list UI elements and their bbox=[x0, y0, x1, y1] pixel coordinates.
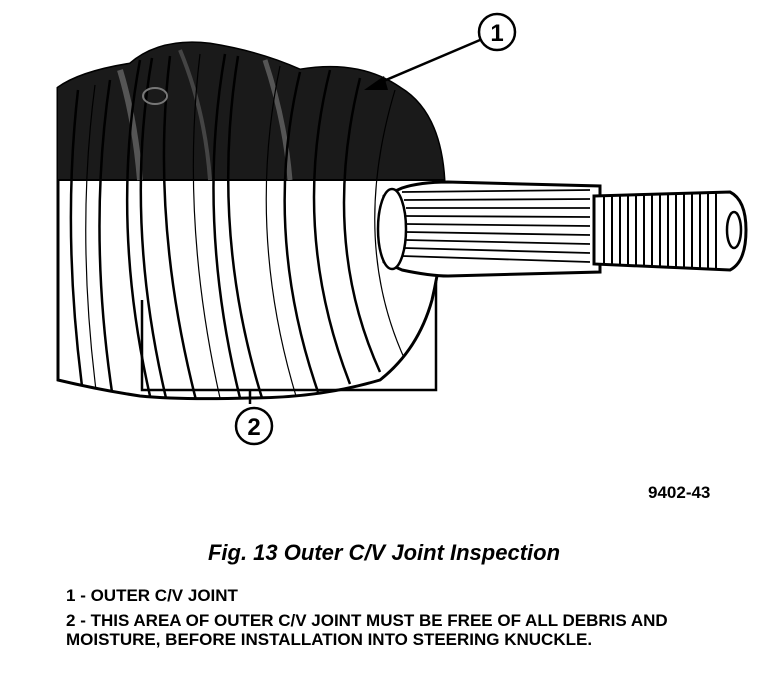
legend-item-1: 1 - OUTER C/V JOINT bbox=[66, 586, 746, 605]
callout-2: 2 bbox=[234, 406, 274, 446]
callout-2-number: 2 bbox=[247, 414, 260, 441]
legend-item-2: 2 - THIS AREA OF OUTER C/V JOINT MUST BE… bbox=[66, 611, 746, 649]
legend: 1 - OUTER C/V JOINT 2 - THIS AREA OF OUT… bbox=[66, 586, 746, 655]
legend-item-text: THIS AREA OF OUTER C/V JOINT MUST BE FRE… bbox=[66, 611, 668, 649]
cv-joint-illustration: 1 2 bbox=[56, 12, 748, 446]
legend-item-number: 2 bbox=[66, 611, 76, 630]
figure-id: 9402-43 bbox=[648, 483, 711, 502]
figure-caption: Fig. 13 Outer C/V Joint Inspection bbox=[207, 540, 561, 565]
legend-item-number: 1 bbox=[66, 586, 76, 605]
splined-shaft bbox=[376, 180, 602, 278]
legend-item-text: OUTER C/V JOINT bbox=[90, 586, 238, 605]
callout-1: 1 bbox=[364, 12, 517, 90]
callout-1-number: 1 bbox=[490, 20, 503, 47]
legend-item-separator: - bbox=[75, 611, 91, 630]
legend-item-separator: - bbox=[75, 586, 91, 605]
inspection-area-bracket bbox=[140, 282, 438, 404]
threaded-stub bbox=[592, 190, 748, 272]
outer-cv-joint-boot bbox=[56, 41, 446, 401]
